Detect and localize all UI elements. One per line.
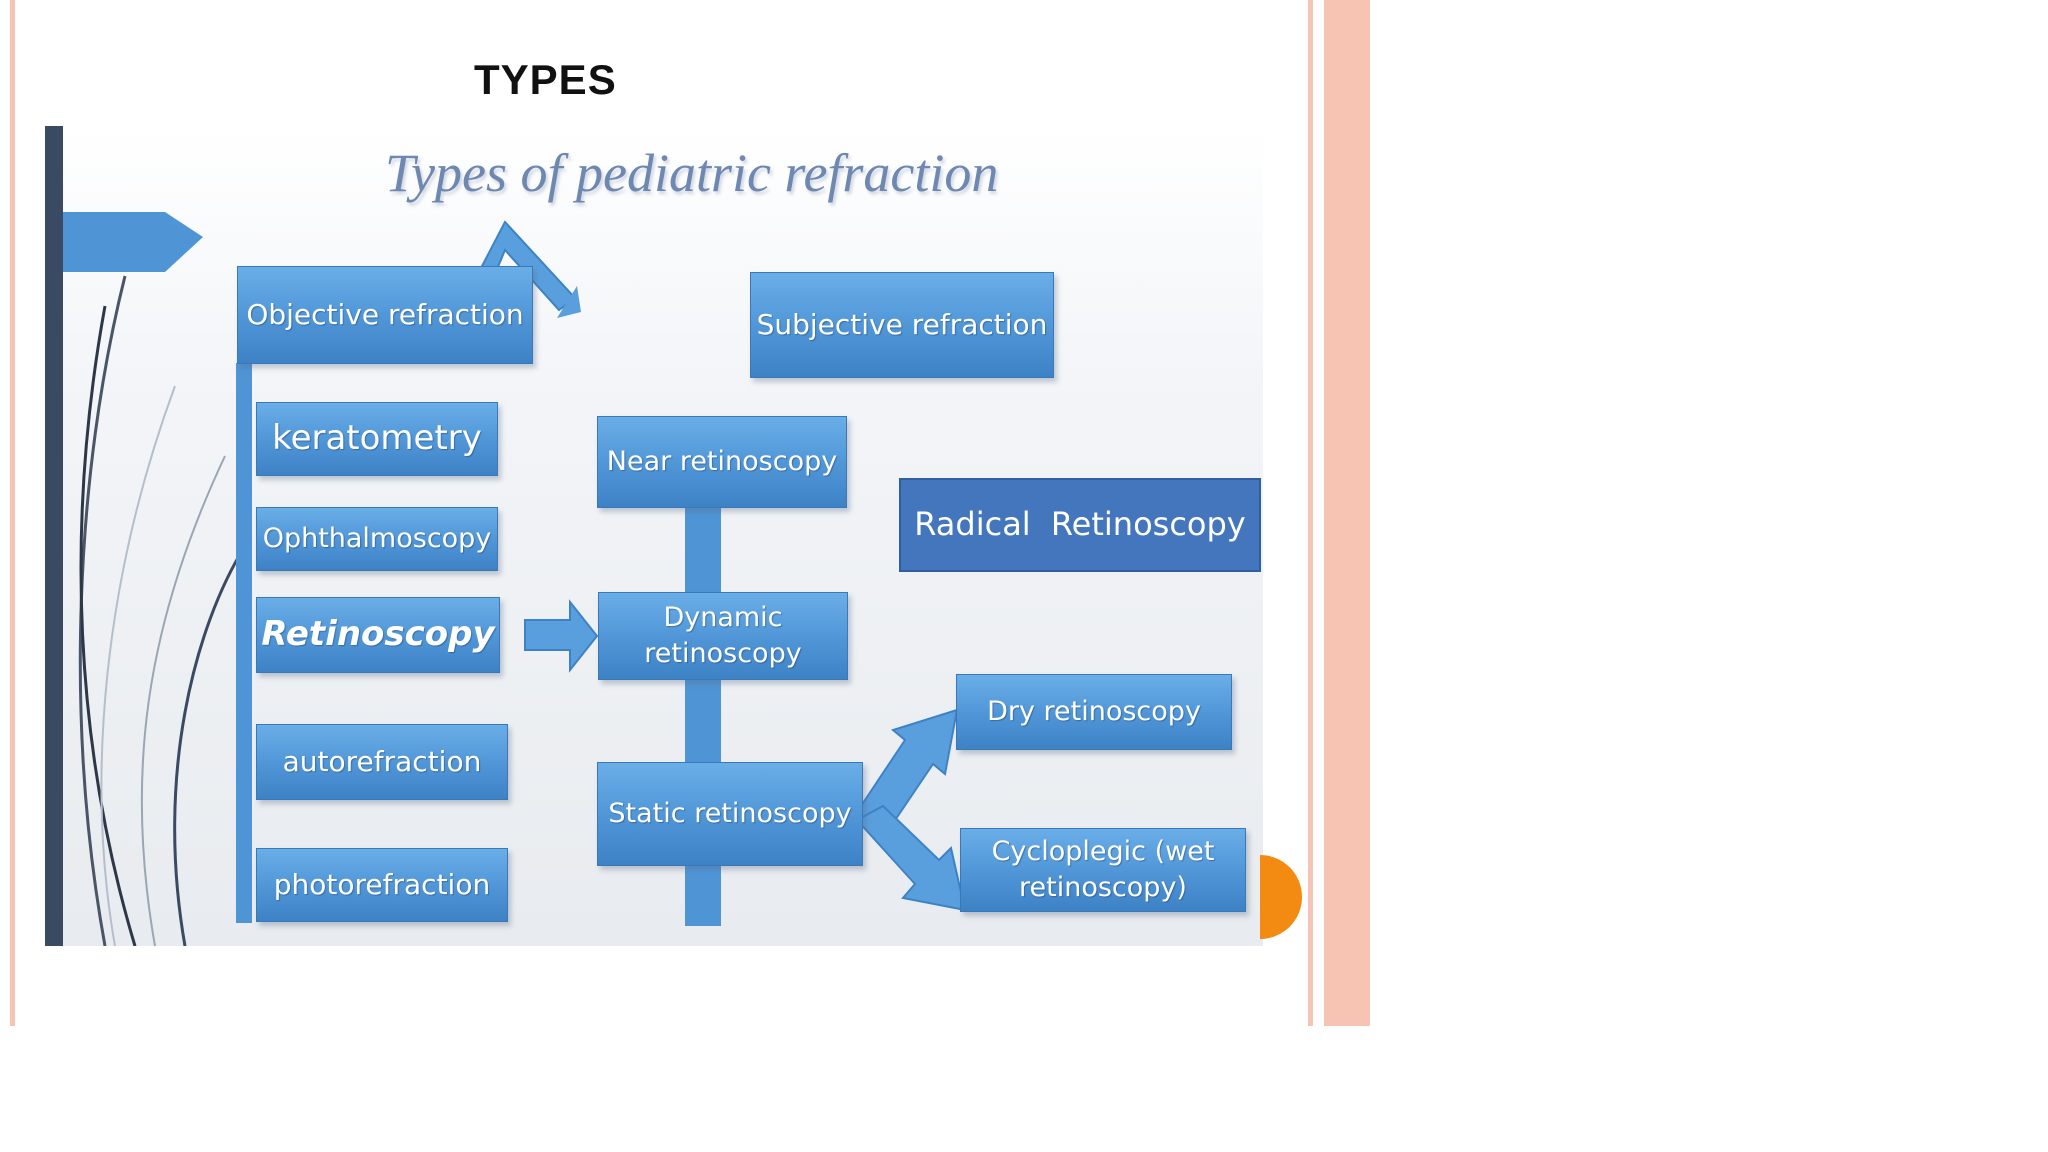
photorefraction-box: photorefraction (256, 848, 508, 922)
right-arrow (524, 599, 599, 673)
dry-retinoscopy-box: Dry retinoscopy (956, 674, 1232, 750)
orange-accent-dot (1260, 855, 1302, 939)
decor-curve (100, 385, 176, 946)
right-border-line (1308, 0, 1313, 1026)
objective-connector (236, 363, 252, 923)
radical-retinoscopy-box: Radical Retinoscopy (899, 478, 1261, 572)
fork-arrow-down (855, 804, 967, 912)
static-retinoscopy-box: Static retinoscopy (597, 762, 863, 866)
decor-curve (140, 455, 226, 946)
decor-curve (79, 305, 137, 946)
subjective-refraction-box: Subjective refraction (750, 272, 1054, 378)
right-border-band (1324, 0, 1370, 1026)
objective-refraction-box: Objective refraction (237, 266, 533, 364)
decor-curve (173, 545, 247, 946)
split-arrow-head-right (557, 286, 581, 318)
left-border-line (10, 0, 15, 1026)
dynamic-retinoscopy-box: Dynamic retinoscopy (598, 592, 848, 680)
retinoscopy-box: Retinoscopy (256, 597, 500, 673)
near-retinoscopy-box: Near retinoscopy (597, 416, 847, 508)
pointer-tab (45, 212, 203, 272)
panel-side-bar (45, 126, 63, 946)
keratometry-box: keratometry (256, 402, 498, 476)
cycloplegic-retinoscopy-box: Cycloplegic (wet retinoscopy) (960, 828, 1246, 912)
autorefraction-box: autorefraction (256, 724, 508, 800)
slide-heading: TYPES (474, 56, 617, 103)
ophthalmoscopy-box: Ophthalmoscopy (256, 507, 498, 571)
diagram-title: Types of pediatric refraction (385, 143, 999, 203)
diagram-decorations (45, 212, 967, 946)
